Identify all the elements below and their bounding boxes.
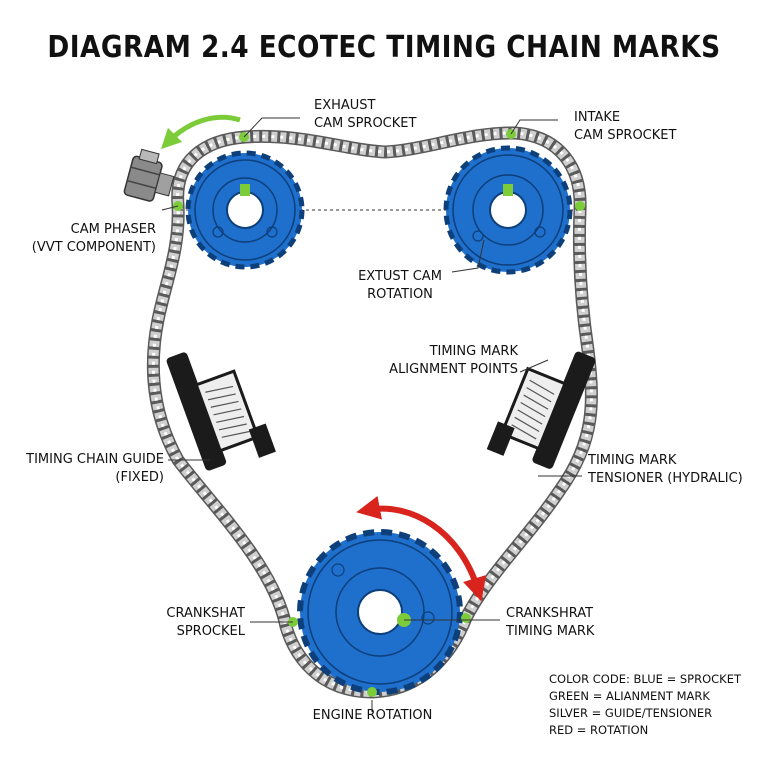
label-exhaust-cam-rotation: EXTUST CAM ROTATION: [358, 269, 442, 302]
label-intake-cam-sprocket: INTAKE CAM SPROCKET: [574, 110, 677, 143]
label-crankshaft-timing-mark: CRANKSHRAT TIMING MARK: [506, 606, 595, 639]
label-timing-chain-guide: TIMING CHAIN GUIDE (FIXED): [26, 452, 164, 485]
label-cam-phaser: CAM PHASER (VVT COMPONENT): [31, 222, 156, 255]
cam-phaser-icon: [123, 148, 175, 202]
legend-line-sprocket: COLOR CODE: BLUE = SPROCKET: [549, 672, 742, 686]
label-timing-mark-tensioner: TIMING MARK TENSIONER (HYDRALIC): [588, 453, 743, 486]
label-crankshaft-sprocket: CRANKSHAT SPROCKEL: [166, 606, 245, 639]
legend-line-rotation: RED = ROTATION: [549, 723, 649, 737]
phaser-direction-arrow: [160, 114, 241, 150]
exhaust-alignment-mark: [240, 184, 250, 196]
leader-lines: [161, 117, 582, 712]
rotation-arrow: [356, 495, 487, 602]
intake-cam-sprocket: [443, 145, 573, 275]
label-exhaust-cam-sprocket: EXHAUST CAM SPROCKET: [314, 98, 417, 131]
chain-guide-icon: [166, 352, 276, 471]
tensioner-icon: [486, 351, 596, 469]
exhaust-cam-sprocket: [185, 150, 305, 270]
intake-alignment-mark: [503, 184, 513, 196]
diagram-title: DIAGRAM 2.4 ECOTEC TIMING CHAIN MARKS: [47, 30, 721, 65]
crankshaft-sprocket: [297, 529, 463, 695]
label-engine-rotation: ENGINE ROTATION: [312, 708, 433, 723]
color-legend: COLOR CODE: BLUE = SPROCKET GREEN = ALIA…: [549, 671, 741, 739]
legend-line-alignment: GREEN = ALIANMENT MARK: [549, 689, 710, 703]
legend-line-guide: SILVER = GUIDE/TENSIONER: [549, 706, 713, 720]
label-timing-mark-alignment: TIMING MARK ALIGNMENT POINTS: [389, 344, 518, 377]
